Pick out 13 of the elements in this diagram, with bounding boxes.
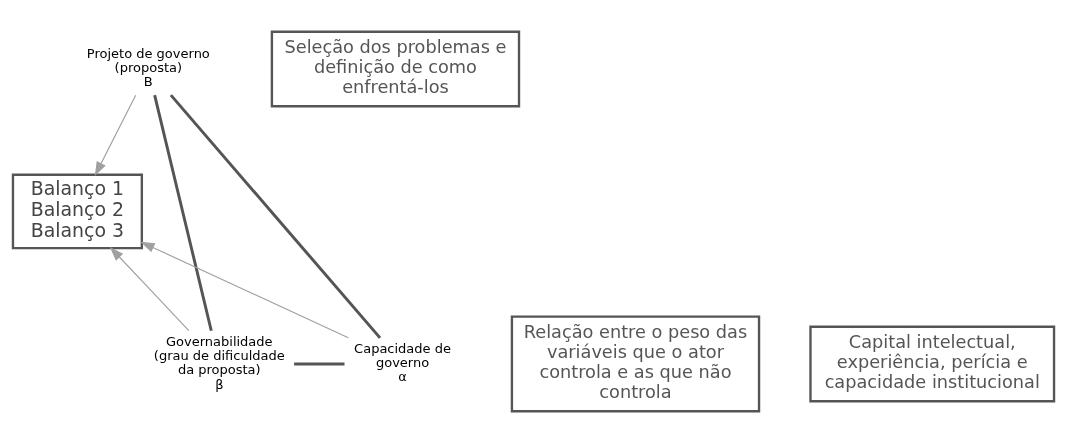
node-text: Capacidade de governo α (354, 341, 451, 385)
node-text: Governabilidade (grau de dificuldade da proposta) β (153, 334, 285, 392)
node-box: Relação entre o peso das variáveis que o ator controla e as que não controla (510, 315, 761, 413)
arrow (94, 94, 137, 176)
connector (153, 94, 213, 332)
connector (294, 362, 345, 366)
node-box: Balanço 1 Balanço 2 Balanço 3 (11, 173, 143, 250)
arrow (140, 241, 349, 339)
arrow (109, 246, 190, 332)
node-text: Projeto de governo (proposta) B (86, 46, 210, 90)
node-box: Seleção dos problemas e definição de como enfrentá-los (270, 30, 521, 108)
connector (169, 94, 382, 339)
node-box: Capital intelectual, experiência, perícia e capacidade institucional (809, 325, 1056, 403)
